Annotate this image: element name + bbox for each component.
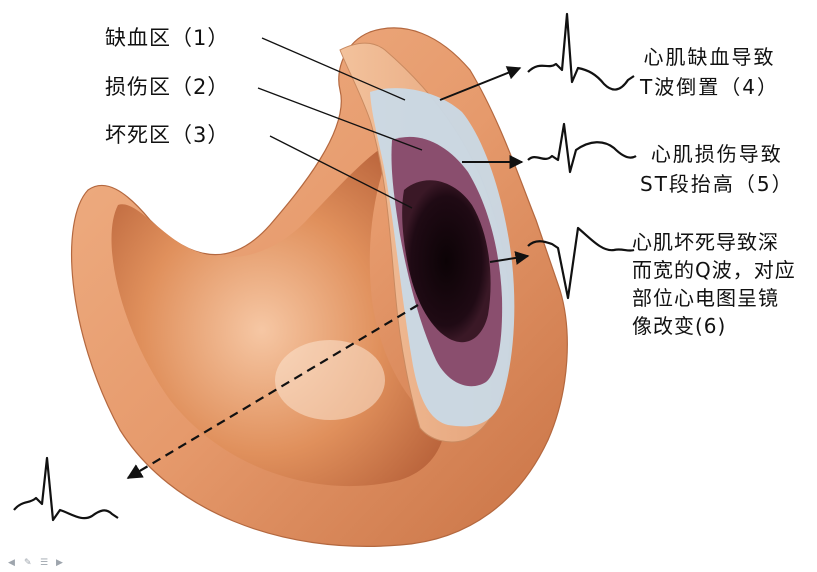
- label-injury-effect: 心肌损伤导致 ST段抬高（5）: [640, 139, 794, 199]
- ecg-trace-st-elevation: [528, 124, 636, 172]
- ecg-trace-t-inversion: [528, 14, 634, 90]
- label-necrosis-effect: 心肌坏死导致深 而宽的Q波，对应 部位心电图呈镜 像改变(6): [632, 228, 796, 340]
- label-ischemia-effect-line1: 心肌缺血导致: [640, 42, 779, 72]
- label-ischemia-effect: 心肌缺血导致 T波倒置（4）: [640, 42, 779, 102]
- label-necrosis-effect-line2: 而宽的Q波，对应: [632, 256, 796, 284]
- label-injury-zone: 损伤区（2）: [105, 74, 229, 100]
- cavity-highlight: [275, 340, 385, 420]
- label-necrosis-effect-line1: 心肌坏死导致深: [632, 228, 796, 256]
- label-necrosis-effect-line3: 部位心电图呈镜: [632, 284, 796, 312]
- pen-icon[interactable]: ✎: [24, 558, 34, 568]
- next-icon[interactable]: ▶: [56, 558, 66, 568]
- label-injury-effect-line1: 心肌损伤导致: [640, 139, 794, 169]
- label-necrosis-zone: 坏死区（3）: [105, 122, 229, 148]
- menu-icon[interactable]: ☰: [40, 558, 50, 568]
- label-necrosis-effect-line4: 像改变(6): [632, 312, 796, 340]
- slideshow-controls: ◀ ✎ ☰ ▶: [8, 556, 66, 570]
- label-ischemia-effect-line2: T波倒置（4）: [640, 72, 779, 102]
- ecg-trace-mirror: [14, 458, 118, 520]
- label-ischemia-zone: 缺血区（1）: [105, 25, 229, 51]
- label-injury-effect-line2: ST段抬高（5）: [640, 169, 794, 199]
- prev-icon[interactable]: ◀: [8, 558, 18, 568]
